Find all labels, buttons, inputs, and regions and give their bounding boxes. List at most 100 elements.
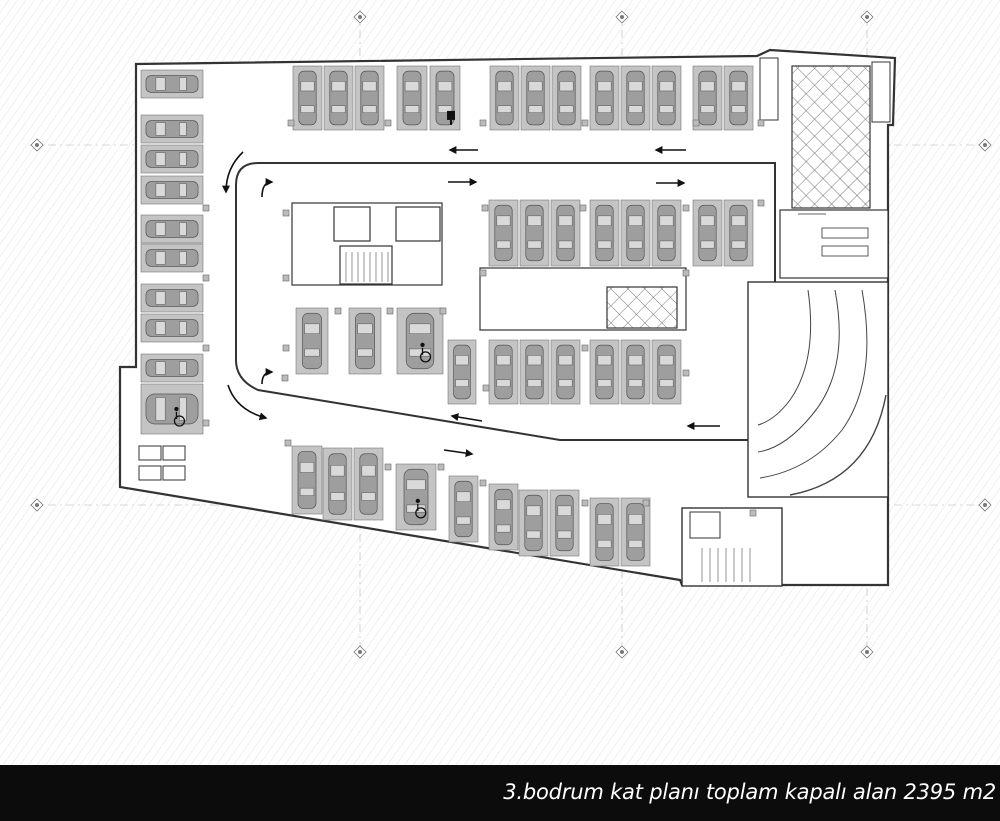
service-core	[291, 202, 687, 331]
parking-space	[488, 483, 519, 551]
parking-space	[692, 65, 723, 131]
parking-space	[589, 65, 620, 131]
car-icon	[729, 204, 748, 262]
parking-space	[519, 339, 550, 405]
north-east-shaft-right	[871, 61, 891, 123]
car-icon	[657, 344, 676, 400]
car-icon	[145, 220, 199, 238]
traffic-arrow-icon	[227, 384, 268, 421]
parking-space	[589, 339, 620, 405]
parking-space	[651, 199, 682, 267]
parking-space	[140, 243, 204, 273]
car-icon	[526, 70, 545, 126]
car-icon	[556, 344, 575, 400]
parking-space	[140, 144, 204, 174]
parking-space	[292, 65, 323, 131]
car-icon	[145, 289, 199, 307]
parking-space	[140, 383, 204, 435]
parking-space	[140, 283, 204, 313]
parking-space	[348, 307, 382, 375]
car-icon	[495, 70, 514, 126]
ev-charging-icon	[447, 110, 455, 125]
parking-space	[395, 463, 437, 531]
car-icon	[494, 204, 513, 262]
traffic-arrow-icon	[222, 151, 244, 194]
parking-space	[353, 447, 384, 521]
car-icon	[453, 344, 471, 400]
car-icon	[525, 344, 544, 400]
grid-axis-marker-icon	[30, 138, 44, 152]
parking-space	[140, 313, 204, 343]
parking-space	[488, 339, 519, 405]
car-icon	[145, 359, 199, 377]
parking-space	[723, 65, 754, 131]
traffic-arrow-icon	[261, 368, 274, 385]
parking-space	[651, 339, 682, 405]
parking-space	[620, 65, 651, 131]
small-vehicle-bays	[138, 445, 186, 481]
traffic-arrows	[222, 146, 720, 458]
parking-space	[589, 497, 620, 567]
car-icon	[402, 70, 422, 126]
ne-room	[779, 209, 889, 279]
ne-room-equipment	[798, 213, 869, 257]
parking-space	[620, 497, 651, 567]
car-icon	[360, 70, 379, 126]
parking-space	[291, 445, 323, 515]
car-icon	[626, 503, 645, 561]
car-icon	[494, 488, 513, 546]
car-icon	[145, 150, 199, 168]
parking-space	[140, 114, 204, 144]
car-icon	[626, 344, 645, 400]
car-icon	[698, 204, 717, 262]
parking-space	[589, 199, 620, 267]
grid-axis-marker-icon	[860, 10, 874, 24]
parking-space	[354, 65, 385, 131]
car-icon	[494, 344, 513, 400]
car-icon	[698, 70, 717, 126]
entrance-ramp	[747, 281, 889, 498]
parking-space	[651, 65, 682, 131]
accessible-parking-icon	[419, 342, 432, 363]
car-icon	[145, 181, 199, 199]
parking-spaces	[140, 65, 754, 567]
car-icon	[355, 312, 375, 370]
parking-space	[396, 65, 428, 131]
car-icon	[524, 494, 543, 552]
car-icon	[145, 393, 199, 425]
parking-space	[519, 199, 550, 267]
car-icon	[302, 312, 322, 370]
car-icon	[657, 204, 676, 262]
south-stair-core	[681, 507, 783, 587]
parking-space	[140, 353, 204, 383]
traffic-arrow-icon	[450, 413, 483, 422]
parking-space	[140, 175, 204, 205]
car-icon	[595, 70, 614, 126]
parking-space	[322, 447, 353, 521]
grid-axis-marker-icon	[615, 10, 629, 24]
car-icon	[329, 70, 348, 126]
parking-space	[518, 489, 549, 557]
parking-space	[723, 199, 754, 267]
car-icon	[595, 503, 614, 561]
parking-space	[140, 214, 204, 244]
parking-space	[488, 199, 519, 267]
car-icon	[729, 70, 748, 126]
parking-space	[620, 199, 651, 267]
parking-space	[447, 339, 477, 405]
car-icon	[297, 451, 317, 509]
parking-space	[295, 307, 329, 375]
grid-axis-marker-icon	[978, 498, 992, 512]
car-icon	[626, 204, 645, 262]
grid-axis-marker-icon	[353, 10, 367, 24]
structural-columns	[202, 119, 765, 517]
parking-space	[549, 489, 580, 557]
caption-bar: 3.bodrum kat planı toplam kapalı alan 23…	[0, 765, 1000, 821]
north-east-riser	[759, 57, 779, 121]
grid-axis-marker-icon	[978, 138, 992, 152]
grid-axis-marker-icon	[353, 645, 367, 659]
car-icon	[359, 453, 378, 515]
parking-space	[551, 65, 582, 131]
parking-space	[429, 65, 461, 131]
parking-space	[396, 307, 444, 375]
